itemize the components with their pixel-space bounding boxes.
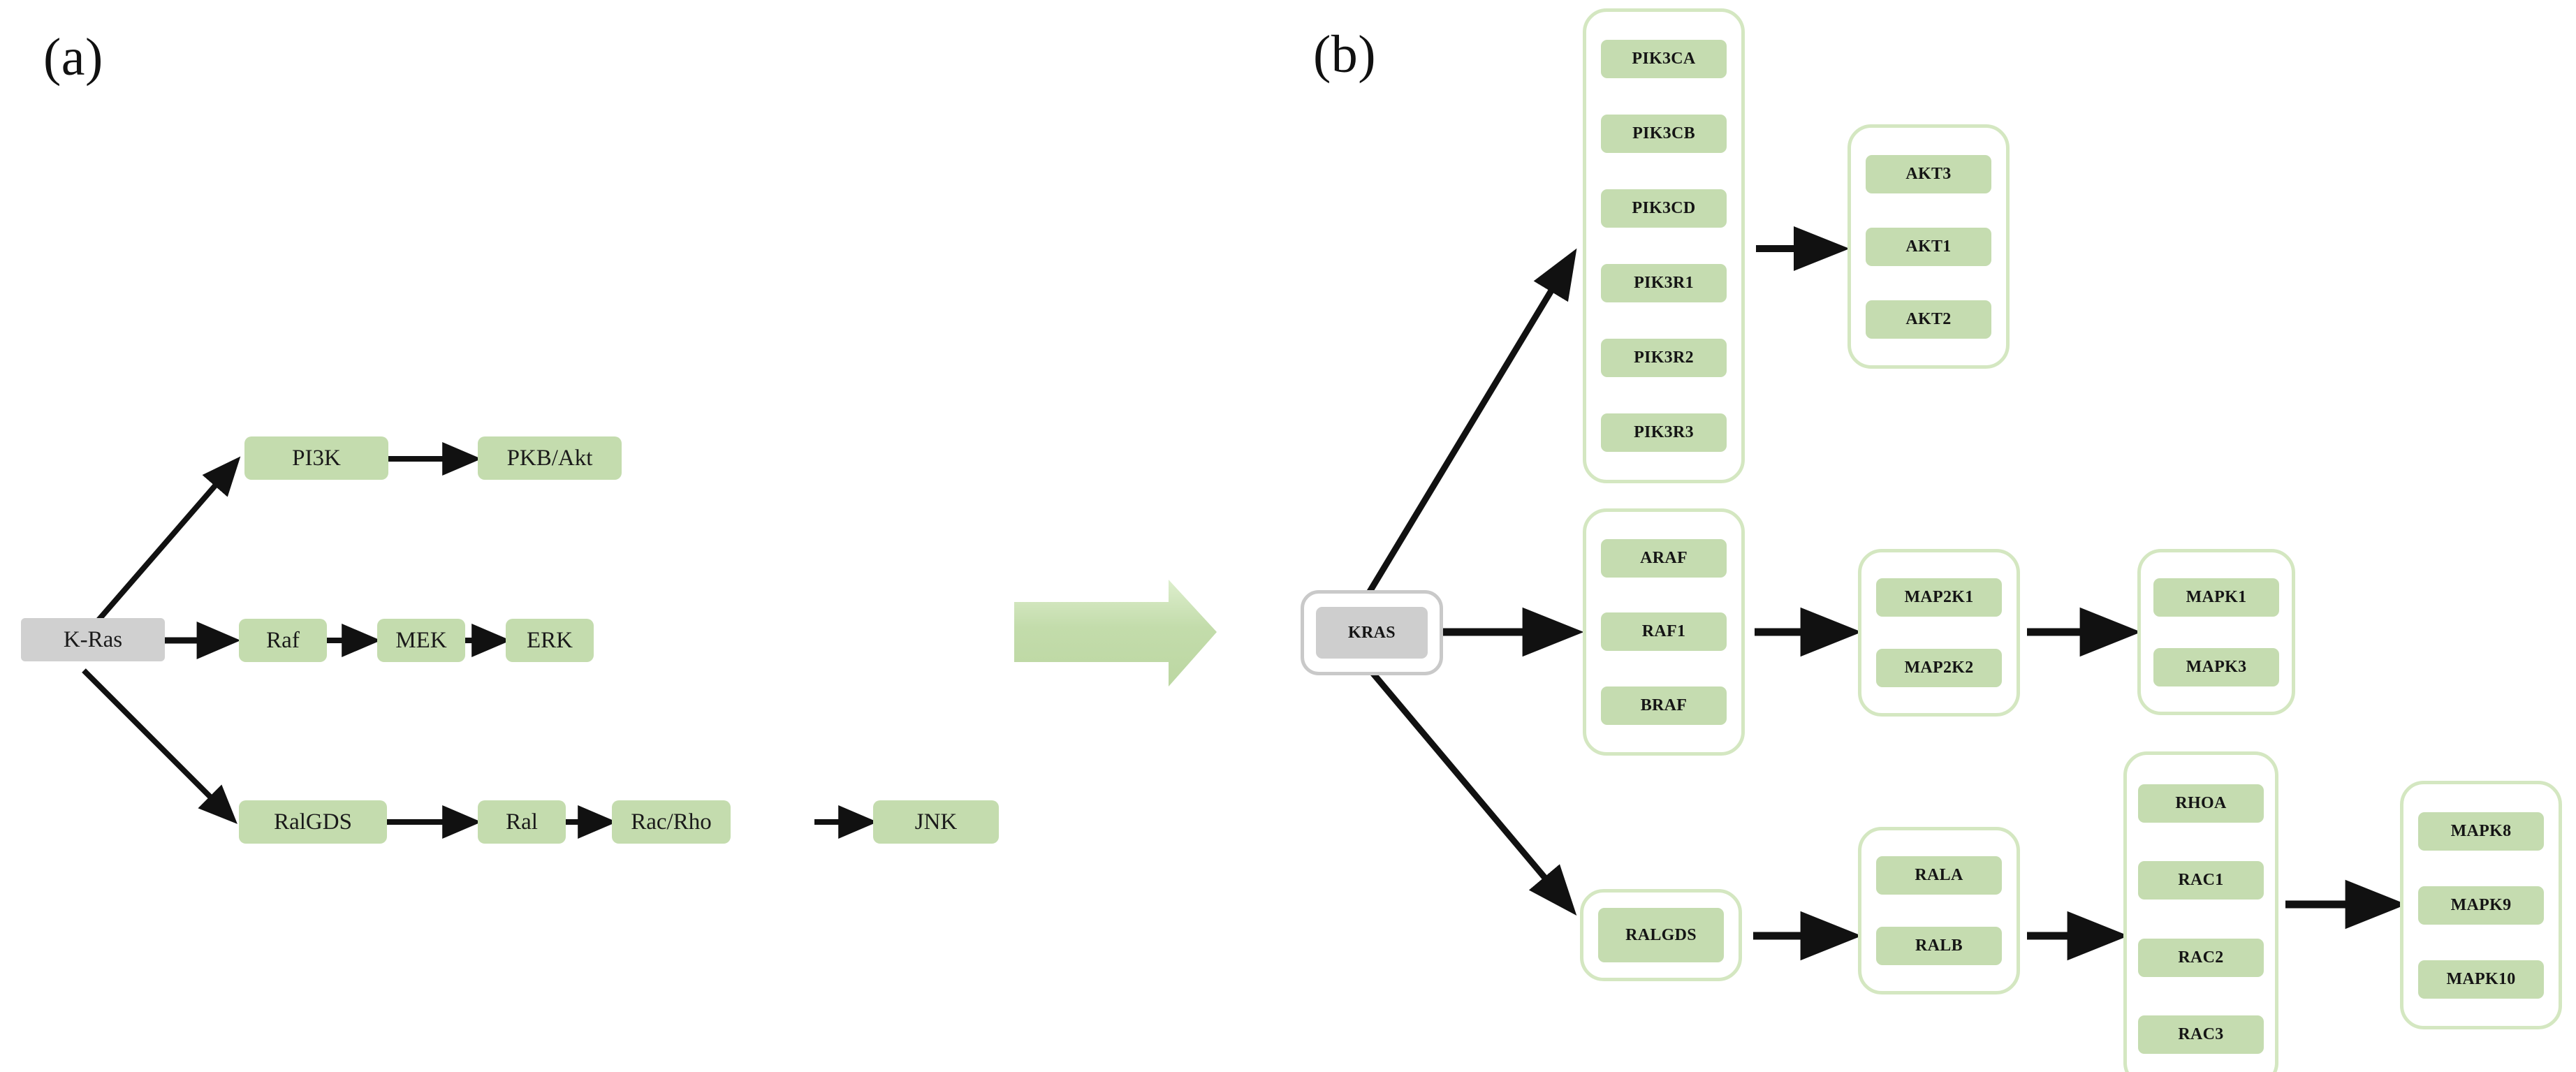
gene-mapk10[interactable]: MAPK10 (2418, 960, 2544, 999)
gene-rac3[interactable]: RAC3 (2138, 1015, 2264, 1055)
gene-mapk1[interactable]: MAPK1 (2153, 578, 2279, 617)
kras-cluster[interactable]: KRAS (1301, 590, 1443, 675)
gene-ralb[interactable]: RALB (1876, 927, 2002, 965)
gene-rac1[interactable]: RAC1 (2138, 861, 2264, 900)
gene-pik3r1[interactable]: PIK3R1 (1601, 264, 1727, 302)
transition-arrow (1014, 580, 1217, 686)
jnk-cluster[interactable]: MAPK8 MAPK9 MAPK10 (2400, 781, 2562, 1029)
rac-cluster[interactable]: RHOA RAC1 RAC2 RAC3 (2123, 751, 2278, 1072)
gene-kras[interactable]: KRAS (1316, 607, 1428, 659)
node-mek[interactable]: MEK (377, 619, 465, 662)
gene-map2k2[interactable]: MAP2K2 (1876, 649, 2002, 687)
raf-cluster[interactable]: ARAF RAF1 BRAF (1583, 508, 1745, 756)
gene-rac2[interactable]: RAC2 (2138, 938, 2264, 977)
pi3k-cluster[interactable]: PIK3CA PIK3CB PIK3CD PIK3R1 PIK3R2 PIK3R… (1583, 8, 1745, 483)
node-erk[interactable]: ERK (506, 619, 594, 662)
node-kras-simple[interactable]: K-Ras (21, 618, 165, 661)
akt-cluster[interactable]: AKT3 AKT1 AKT2 (1847, 124, 2010, 369)
gene-akt3[interactable]: AKT3 (1866, 154, 1991, 193)
gene-pik3ca[interactable]: PIK3CA (1601, 40, 1727, 78)
gene-rhoa[interactable]: RHOA (2138, 784, 2264, 823)
gene-mapk8[interactable]: MAPK8 (2418, 812, 2544, 851)
gene-mapk3[interactable]: MAPK3 (2153, 647, 2279, 686)
gene-raf1[interactable]: RAF1 (1601, 612, 1727, 652)
ralgds-cluster[interactable]: RALGDS (1580, 889, 1742, 981)
gene-akt1[interactable]: AKT1 (1866, 227, 1991, 266)
mapk-cluster[interactable]: MAPK1 MAPK3 (2137, 549, 2295, 715)
arrow-kras-to-ralgds-cluster (1361, 660, 1577, 916)
node-pkb-akt[interactable]: PKB/Akt (478, 436, 622, 480)
panel-a-label: (a) (43, 28, 103, 87)
gene-pik3r3[interactable]: PIK3R3 (1601, 413, 1727, 452)
gene-braf[interactable]: BRAF (1601, 686, 1727, 725)
gene-pik3cd[interactable]: PIK3CD (1601, 189, 1727, 228)
node-ral[interactable]: Ral (478, 800, 566, 844)
gene-ralgds[interactable]: RALGDS (1598, 908, 1724, 962)
node-ralgds[interactable]: RalGDS (239, 800, 387, 844)
node-rac-rho[interactable]: Rac/Rho (612, 800, 731, 844)
gene-pik3cb[interactable]: PIK3CB (1601, 115, 1727, 153)
node-pi3k[interactable]: PI3K (244, 436, 388, 480)
gene-araf[interactable]: ARAF (1601, 539, 1727, 578)
arrow-kras-to-ralgds (82, 668, 237, 824)
gene-map2k1[interactable]: MAP2K1 (1876, 578, 2002, 617)
gene-rala[interactable]: RALA (1876, 856, 2002, 895)
arrow-kras-to-pi3k (81, 456, 241, 639)
node-raf[interactable]: Raf (239, 619, 327, 662)
map2k-cluster[interactable]: MAP2K1 MAP2K2 (1858, 549, 2020, 717)
ral-cluster[interactable]: RALA RALB (1858, 827, 2020, 994)
gene-akt2[interactable]: AKT2 (1866, 300, 1991, 339)
gene-mapk9[interactable]: MAPK9 (2418, 886, 2544, 925)
gene-pik3r2[interactable]: PIK3R2 (1601, 339, 1727, 377)
panel-b-label: (b) (1313, 25, 1377, 84)
arrow-kras-to-pi3k-cluster (1361, 248, 1577, 604)
node-jnk[interactable]: JNK (873, 800, 999, 844)
